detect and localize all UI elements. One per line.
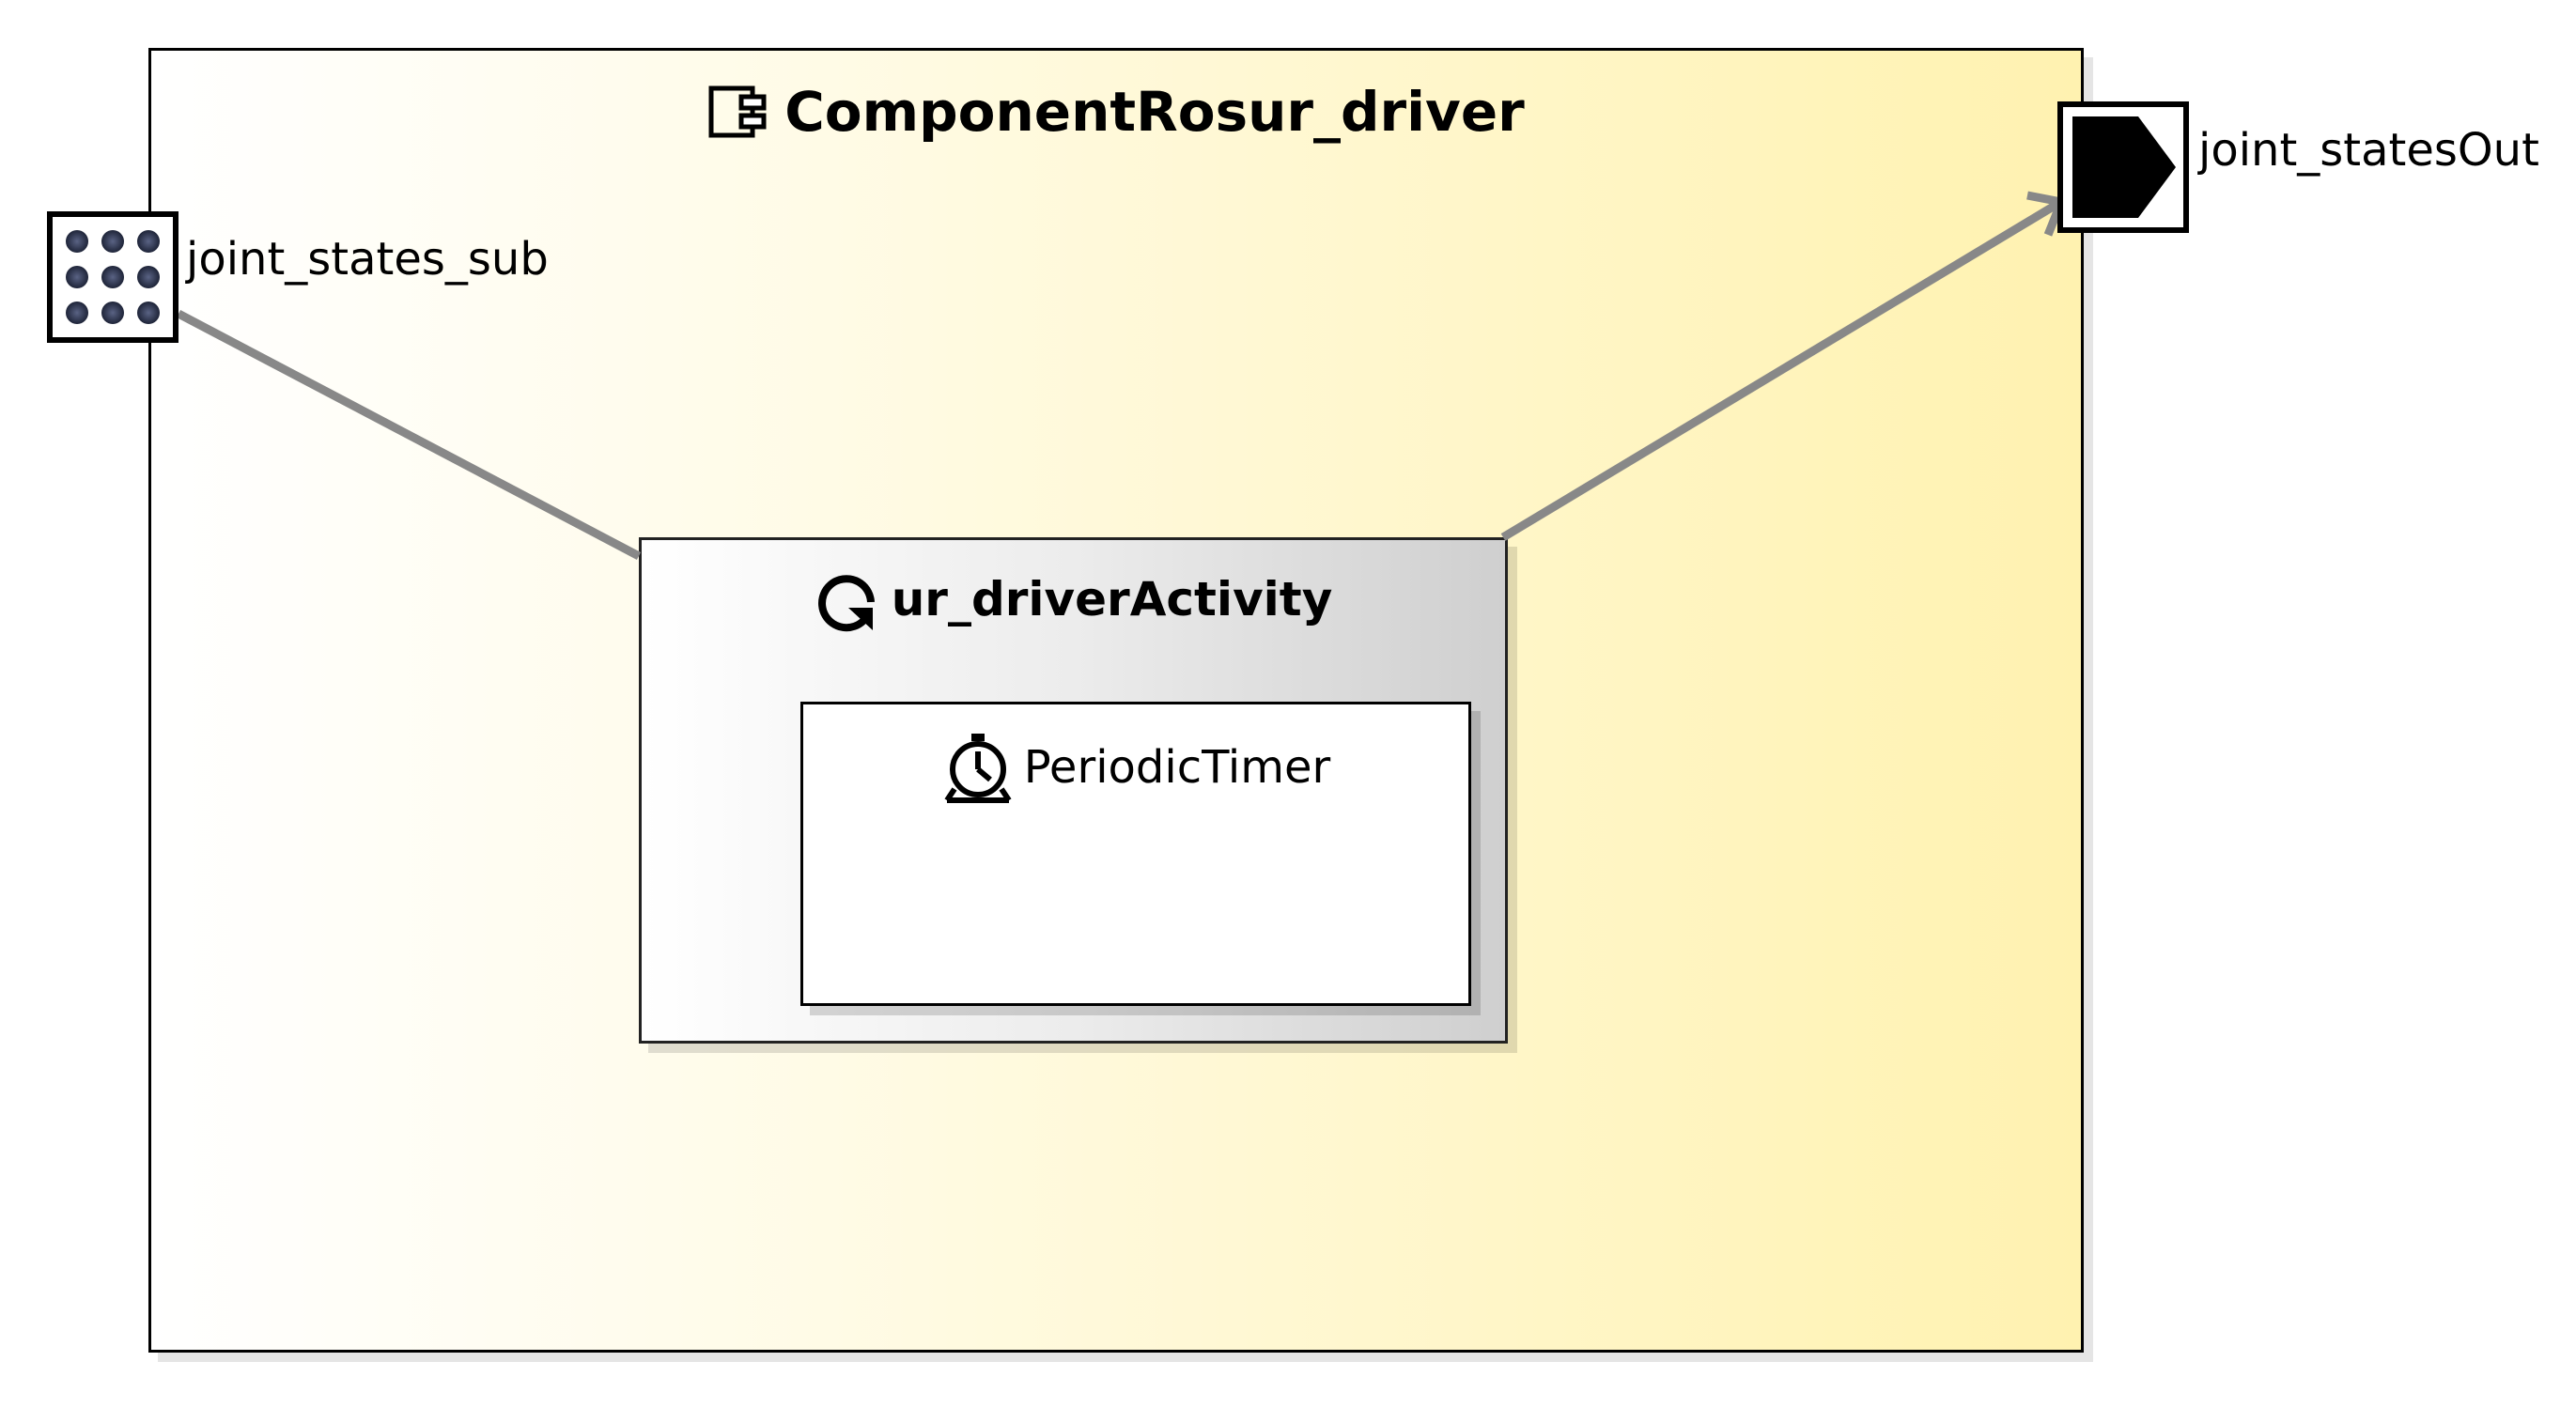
component-icon	[708, 85, 767, 138]
input-port-label: joint_states_sub	[186, 233, 549, 286]
input-port[interactable]	[47, 211, 178, 343]
stopwatch-icon	[944, 734, 1012, 803]
output-port-label: joint_statesOut	[2198, 124, 2539, 177]
periodic-timer-box[interactable]: PeriodicTimer	[800, 702, 1471, 1006]
component-box[interactable]: ComponentRosur_driver	[148, 48, 2084, 1353]
output-port[interactable]	[2057, 101, 2189, 233]
timer-title: PeriodicTimer	[803, 731, 1468, 804]
subscriber-port-icon	[66, 230, 160, 324]
connector-input-to-activity	[176, 310, 642, 560]
component-title: ComponentRosur_driver	[151, 76, 2081, 144]
output-port-arrow-icon	[2072, 116, 2176, 218]
activity-cycle-icon	[817, 575, 875, 632]
activity-title-text: ur_driverActivity	[891, 572, 1333, 627]
activity-title: ur_driverActivity	[642, 566, 1505, 632]
component-title-text: ComponentRosur_driver	[784, 79, 1525, 144]
timer-title-text: PeriodicTimer	[1023, 741, 1331, 794]
connector-activity-to-output	[1500, 199, 2062, 541]
